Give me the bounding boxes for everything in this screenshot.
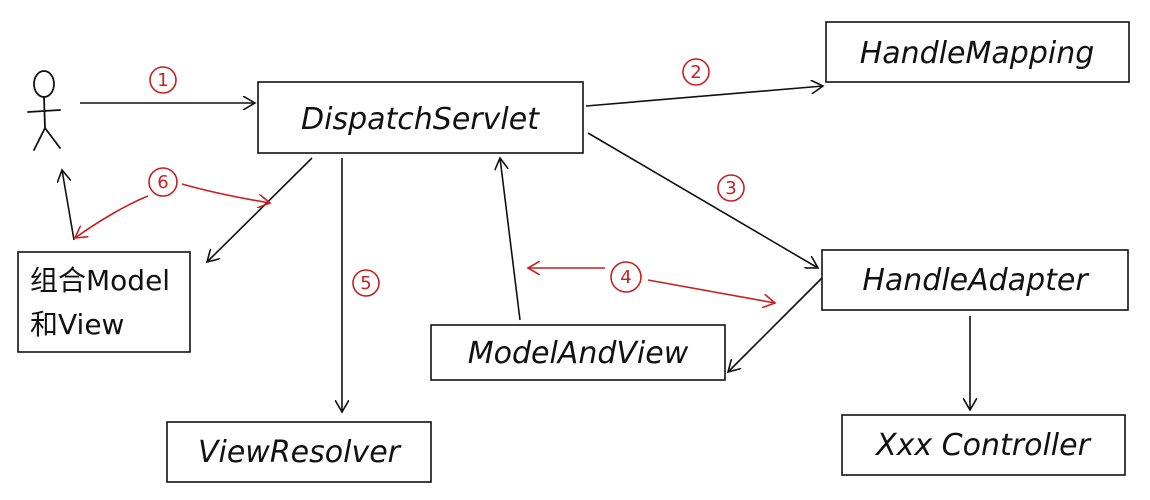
svg-text:4: 4	[620, 267, 631, 288]
view-resolver-label: ViewResolver	[198, 435, 402, 470]
combine-label-line1: 组合Model	[30, 264, 170, 297]
step-6-marker: 6	[148, 167, 178, 197]
step-3-marker: 3	[717, 174, 745, 202]
combine-model-view-node: 组合Model 和View	[17, 251, 191, 353]
dispatch-servlet-label: DispatchServlet	[301, 102, 540, 137]
step-6-red-arrows	[75, 183, 270, 238]
step-4-red-arrows	[528, 268, 775, 303]
step-2-marker: 2	[682, 58, 710, 86]
handle-adapter-label: HandleAdapter	[862, 263, 1089, 298]
arrow-combine-to-user	[62, 170, 75, 241]
svg-text:5: 5	[360, 273, 371, 294]
arrow-dispatch-to-handle-adapter	[587, 132, 818, 268]
controller-node: Xxx Controller	[841, 414, 1126, 476]
svg-text:3: 3	[725, 178, 736, 199]
arrow-dispatch-to-handle-mapping	[585, 86, 823, 107]
model-and-view-node: ModelAndView	[430, 324, 726, 381]
svg-text:6: 6	[157, 172, 168, 193]
combine-label-line2: 和View	[30, 308, 124, 341]
arrow-dispatch-to-combine	[207, 157, 313, 262]
arrow-handle-adapter-to-model-and-view	[728, 277, 823, 372]
step-1-marker: 1	[149, 66, 177, 94]
view-resolver-node: ViewResolver	[166, 421, 432, 483]
handle-adapter-node: HandleAdapter	[821, 249, 1129, 311]
svg-text:1: 1	[157, 70, 168, 91]
dispatch-servlet-node: DispatchServlet	[257, 81, 584, 154]
handle-mapping-label: HandleMapping	[860, 36, 1095, 71]
model-and-view-label: ModelAndView	[468, 336, 689, 371]
step-5-marker: 5	[352, 269, 380, 297]
step-4-marker: 4	[610, 261, 642, 293]
controller-label: Xxx Controller	[874, 428, 1091, 463]
svg-text:2: 2	[690, 62, 701, 83]
handle-mapping-node: HandleMapping	[825, 21, 1130, 83]
arrow-model-and-view-to-dispatch	[500, 158, 521, 321]
user-stick-figure-icon	[27, 70, 61, 151]
